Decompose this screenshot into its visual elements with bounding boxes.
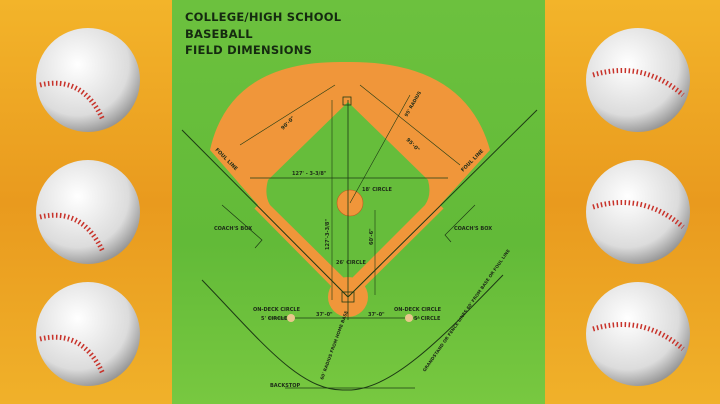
on-deck-left-label-1: ON-DECK CIRCLE (253, 307, 301, 313)
coach-box-right-label: COACH'S BOX (454, 226, 492, 232)
stitch (39, 80, 106, 122)
stitch (592, 322, 685, 351)
title-line-2: BASEBALL (185, 27, 253, 41)
baseball-icon (586, 160, 690, 264)
first-third-label: 127' - 3-3/8" (292, 171, 327, 177)
coach-box-left (221, 204, 263, 249)
home-plate (341, 291, 355, 303)
baseball-icon (36, 282, 140, 386)
stitch (39, 334, 106, 376)
on-deck-left-label-2: 5' CIRCLE (261, 316, 288, 322)
on-deck-dist-left-label: 37'-0" (316, 312, 333, 318)
second-base (342, 96, 352, 106)
baseball-icon (586, 28, 690, 132)
backstop-label: BACKSTOP (270, 383, 300, 389)
stitch (39, 212, 106, 254)
backstop-radius-label: 60' RADIUS FROM HOME BASE (319, 310, 350, 381)
title-line-1: COLLEGE/HIGH SCHOOL (185, 10, 342, 24)
on-deck-dist-right-label: 37'-0" (368, 312, 385, 318)
stitch (592, 68, 685, 97)
on-deck-right-label-2: 5' CIRCLE (414, 316, 441, 322)
home-second-label: 127'-3-3/8" (325, 219, 331, 250)
baseball-icon (586, 282, 690, 386)
on-deck-circle-left (287, 314, 295, 322)
coach-box-right (444, 204, 476, 243)
stitch (592, 200, 685, 229)
title-line-3: FIELD DIMENSIONS (185, 43, 313, 57)
on-deck-right-label-1: ON-DECK CIRCLE (394, 307, 442, 313)
backstop-line (201, 274, 504, 391)
pitch-distance-label: 60'-6" (369, 228, 375, 245)
home-circle-label: 26' CIRCLE (336, 260, 366, 266)
mound-circle-label: 18' CIRCLE (362, 187, 392, 193)
coach-box-left-label: COACH'S BOX (214, 226, 252, 232)
baseball-icon (36, 160, 140, 264)
on-deck-circle-right (405, 314, 413, 322)
baseball-icon (36, 28, 140, 132)
